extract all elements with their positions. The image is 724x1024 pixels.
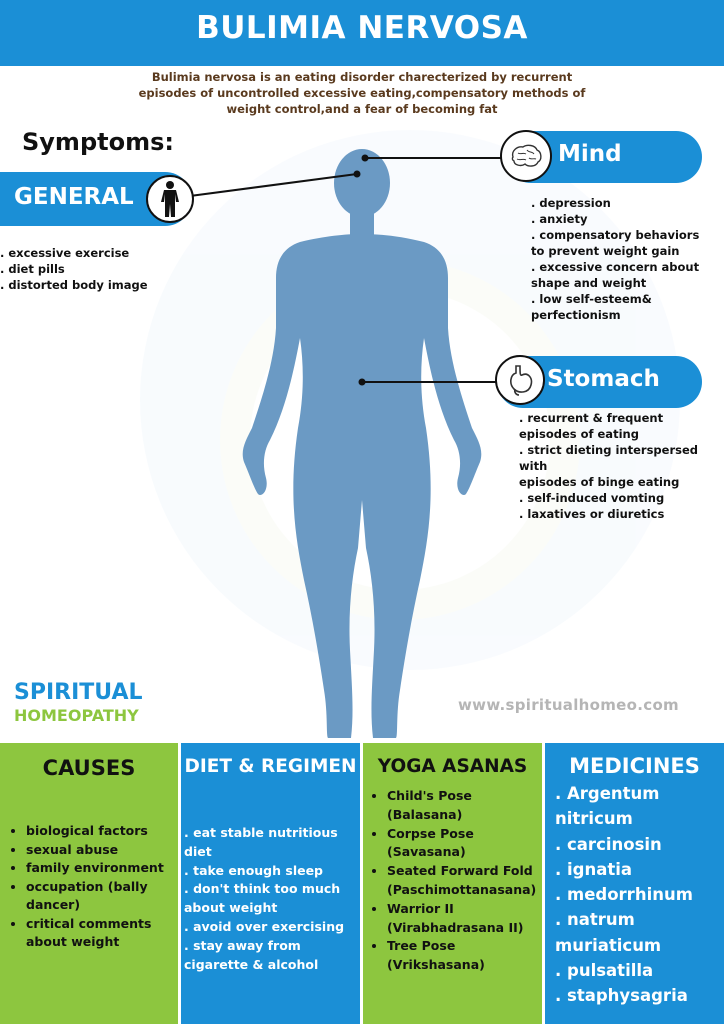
list-item: episodes of eating <box>519 427 639 441</box>
connector-dot-neck <box>361 154 369 162</box>
connector-dot-head <box>353 170 361 178</box>
list-item: . medorrhinum <box>555 885 693 905</box>
list-item: . compensatory behaviors <box>531 228 700 242</box>
brand-name: SPIRITUAL <box>14 680 143 705</box>
list-item: biological factors <box>26 822 186 841</box>
medicines-title: MEDICINES <box>569 754 700 778</box>
page-title: BULIMIA NERVOSA <box>196 10 528 46</box>
stomach-label: Stomach <box>547 366 660 392</box>
intro-line: Bulimia nervosa is an eating disorder ch… <box>151 70 573 84</box>
intro-line: episodes of uncontrolled excessive eatin… <box>138 86 586 100</box>
causes-title: CAUSES <box>42 756 136 780</box>
intro-text: Bulimia nervosa is an eating disorder ch… <box>110 69 614 117</box>
stomach-icon <box>495 355 545 405</box>
list-item: Corpse Pose (Savasana) <box>387 825 542 863</box>
list-item: perfectionism <box>531 308 621 322</box>
list-item: critical comments about weight <box>26 915 186 952</box>
diet-list: . eat stable nutritious diet . take enou… <box>184 824 360 974</box>
symptoms-heading: Symptoms: <box>22 128 174 156</box>
list-item: . natrum <box>555 910 635 930</box>
list-item: to prevent weight gain <box>531 244 680 258</box>
general-symptom-list: . excessive exercise . diet pills . dist… <box>0 245 150 293</box>
diet-title: DIET & REGIMEN <box>184 756 357 777</box>
website-url[interactable]: www.spiritualhomeo.com <box>458 696 679 714</box>
yoga-panel: YOGA ASANAS Child's Pose (Balasana) Corp… <box>363 743 542 1024</box>
yoga-list: Child's Pose (Balasana) Corpse Pose (Sav… <box>367 787 542 975</box>
list-item: . staphysagria <box>555 986 688 1006</box>
general-pill: GENERAL <box>0 172 194 226</box>
mind-symptom-list: . depression . anxiety . compensatory be… <box>531 195 711 323</box>
intro-line: weight control,and a fear of becoming fa… <box>226 102 498 116</box>
list-item: . stay away from <box>184 937 301 953</box>
list-item: episodes of binge eating <box>519 475 680 489</box>
list-item: Seated Forward Fold (Paschimottanasana) <box>387 862 542 900</box>
list-item: . excessive exercise <box>0 246 130 260</box>
connector-lines <box>189 157 505 383</box>
brand-subtitle: HOMEOPATHY <box>14 706 139 725</box>
list-item: muriaticum <box>555 935 662 955</box>
mind-label: Mind <box>558 141 622 167</box>
list-item: cigarette & alcohol <box>184 956 319 972</box>
brain-icon <box>500 130 552 182</box>
human-silhouette <box>242 149 482 738</box>
list-item: . avoid over exercising <box>184 918 345 934</box>
causes-panel: CAUSES biological factors sexual abuse f… <box>0 743 178 1024</box>
list-item: family environment <box>26 859 186 878</box>
list-item: . ignatia <box>555 859 633 879</box>
medicines-list: . Argentum nitricum . carcinosin . ignat… <box>555 781 721 1009</box>
list-item: . eat stable nutritious <box>184 825 338 840</box>
list-item: . anxiety <box>531 212 588 226</box>
list-item: . self-induced vomting <box>519 491 665 505</box>
medicines-panel: MEDICINES . Argentum nitricum . carcinos… <box>545 743 724 1024</box>
list-item: sexual abuse <box>26 841 186 860</box>
list-item: . Argentum <box>555 784 660 803</box>
list-item: . laxatives or diuretics <box>519 507 665 521</box>
list-item: about weight <box>184 900 278 916</box>
list-item: diet <box>184 843 212 859</box>
list-item: Tree Pose (Vrikshasana) <box>387 937 542 975</box>
diet-panel: DIET & REGIMEN . eat stable nutritious d… <box>181 743 360 1024</box>
list-item: Child's Pose (Balasana) <box>387 787 542 825</box>
list-item: . distorted body image <box>0 278 148 292</box>
list-item: . carcinosin <box>555 834 662 854</box>
causes-list: biological factors sexual abuse family e… <box>8 822 186 952</box>
list-item: . recurrent & frequent <box>519 411 664 425</box>
title-banner <box>0 0 724 66</box>
stomach-symptom-list: . recurrent & frequent episodes of eatin… <box>519 410 719 522</box>
list-item: . pulsatilla <box>555 961 654 981</box>
list-item: occupation (bally dancer) <box>26 878 186 915</box>
list-item: . diet pills <box>0 262 65 276</box>
list-item: shape and weight <box>531 276 647 290</box>
general-label: GENERAL <box>14 184 134 210</box>
list-item: . depression <box>531 196 611 210</box>
list-item: nitricum <box>555 809 633 829</box>
yoga-title: YOGA ASANAS <box>377 756 528 777</box>
human-figure-icon <box>146 175 194 223</box>
list-item: . don't think too much <box>184 881 341 897</box>
connector-dot-stomach <box>358 378 366 386</box>
list-item: . take enough sleep <box>184 862 324 878</box>
list-item: Warrior II (Virabhadrasana II) <box>387 900 542 938</box>
list-item: . low self-esteem& <box>531 292 652 306</box>
list-item: . excessive concern about <box>531 260 700 274</box>
list-item: . strict dieting interspersed with <box>519 443 699 473</box>
